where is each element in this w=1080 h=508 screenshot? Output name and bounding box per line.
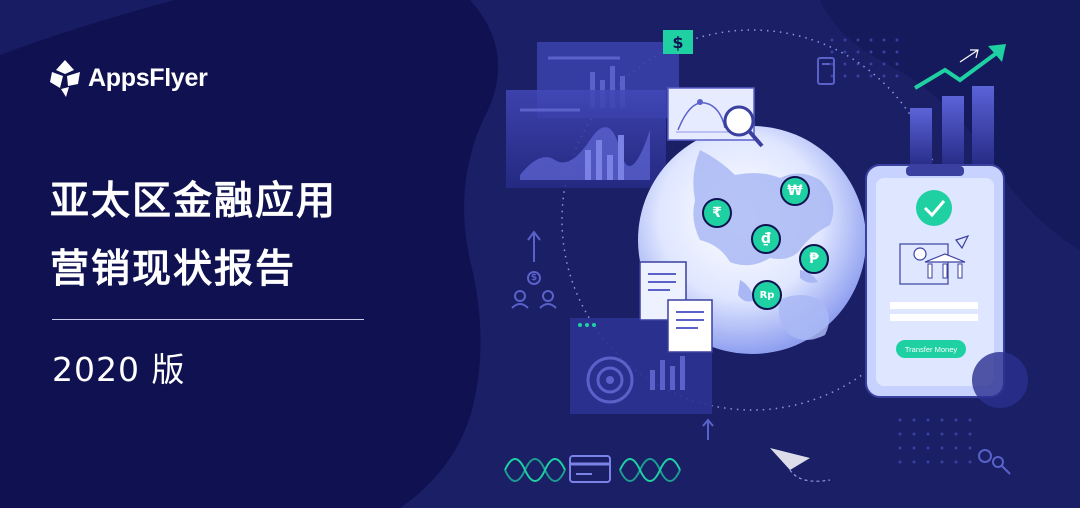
transfer-money-label: Transfer Money [904, 344, 958, 354]
dollar-icon: $ [672, 32, 684, 52]
won-badge-icon: ₩ [780, 176, 810, 206]
wave-right [619, 458, 681, 482]
corner-shape [0, 0, 175, 55]
magnifier-icon [723, 105, 764, 148]
dashboard-panel-left [506, 90, 666, 188]
title-divider [52, 319, 364, 320]
arrow-up-icon [702, 418, 714, 440]
user-icons [511, 230, 557, 309]
rupiah-badge-icon: Rp [752, 280, 782, 310]
title-line-1: 亚太区金融应用 [50, 179, 338, 224]
title-line-2: 营销现状报告 [50, 247, 297, 292]
transfer-money-button[interactable]: Transfer Money [896, 340, 966, 358]
credit-card-icon [569, 455, 611, 483]
paper-plane-icon [770, 448, 810, 470]
dot-grid-bottom [898, 418, 972, 464]
decor-circle [972, 352, 1028, 408]
rupee-badge-icon: ₹ [702, 198, 732, 228]
coin-icon: $ [530, 273, 538, 283]
appsflyer-bird-logo-icon [50, 60, 80, 97]
phone-small-icon [817, 57, 835, 85]
receipt-icon [639, 261, 713, 353]
brand-name: AppsFlyer [88, 63, 208, 92]
wave-left [504, 458, 566, 482]
phone-mockup [865, 164, 1005, 398]
growth-chart-icon [910, 44, 1006, 178]
dollar-tag [663, 30, 693, 54]
dong-badge-icon: ₫ [751, 224, 781, 254]
edition-label: 2020 版 [52, 350, 186, 389]
peso-badge-icon: ₱ [799, 244, 829, 274]
dashboard-panel-bottom [570, 318, 712, 414]
search-users-icon [978, 449, 1011, 475]
brand-logo: AppsFlyer [48, 58, 208, 98]
dot-grid-top [830, 38, 899, 78]
background-blob-dark [820, 0, 1080, 250]
